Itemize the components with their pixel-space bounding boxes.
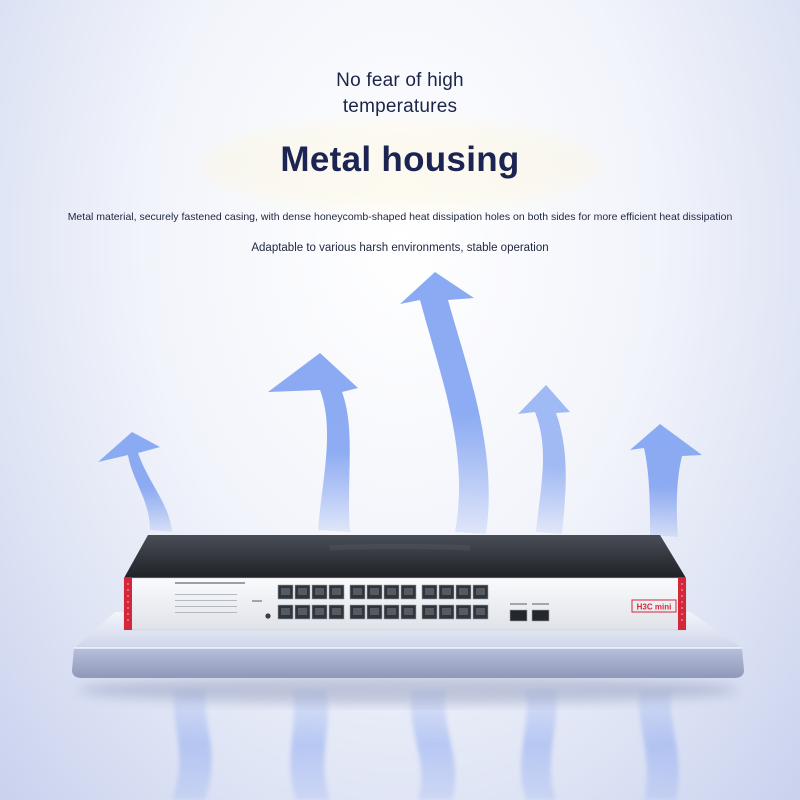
rj45-port-socket: [281, 608, 290, 615]
headline-title: Metal housing: [280, 140, 520, 179]
sfp-port-label: [510, 603, 527, 605]
heat-arrow-icon: [268, 353, 358, 532]
rj45-port-socket: [404, 588, 413, 595]
status-led-panel: [175, 594, 237, 613]
heat-arrow-icon: [400, 272, 489, 534]
sfp-port-label: [532, 603, 549, 605]
rj45-port-socket: [425, 608, 434, 615]
heat-arrow-icon: [630, 424, 702, 537]
rj45-port-socket: [298, 608, 307, 615]
rj45-port-socket: [353, 608, 362, 615]
rj45-port-socket: [315, 588, 324, 595]
rj45-port-socket: [387, 608, 396, 615]
sfp-ports: [509, 603, 550, 622]
sfp-port: [509, 609, 528, 622]
heat-arrow-icon: [518, 385, 570, 534]
reset-button: [265, 613, 271, 619]
rj45-port-socket: [442, 608, 451, 615]
rj45-port-socket: [476, 588, 485, 595]
rj45-ports: [277, 584, 489, 620]
sfp-port: [531, 609, 550, 622]
heat-stream: [172, 690, 679, 800]
headline-description: Metal material, securely fastened casing…: [67, 211, 733, 223]
rj45-port-socket: [332, 608, 341, 615]
rj45-port-socket: [298, 588, 307, 595]
rj45-port-socket: [332, 588, 341, 595]
rj45-port-socket: [315, 608, 324, 615]
rj45-port-socket: [353, 588, 362, 595]
rj45-port-socket: [387, 588, 396, 595]
rj45-port-socket: [370, 588, 379, 595]
rj45-port-socket: [404, 608, 413, 615]
rj45-port-socket: [281, 588, 290, 595]
rj45-port-socket: [459, 608, 468, 615]
heat-arrow-icon: [98, 432, 172, 532]
rj45-port-socket: [425, 588, 434, 595]
network-switch: H3C mini: [123, 535, 687, 631]
svg-text:H3C mini: H3C mini: [637, 603, 672, 612]
rj45-port-socket: [442, 588, 451, 595]
headline-subtitle: Adaptable to various harsh environments,…: [251, 242, 549, 254]
headline-tagline: No fear of high temperatures: [336, 70, 464, 117]
brand-logo: H3C mini: [631, 599, 677, 613]
rj45-port-socket: [370, 608, 379, 615]
rj45-port-socket: [459, 588, 468, 595]
rj45-port-socket: [476, 608, 485, 615]
